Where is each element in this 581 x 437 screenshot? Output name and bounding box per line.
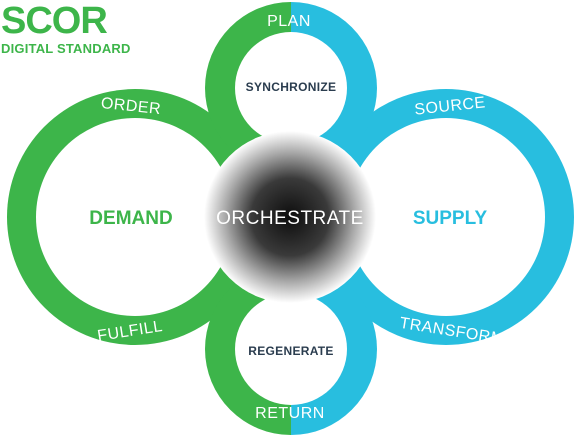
center-label: ORCHESTRATE bbox=[216, 208, 364, 229]
demand-label: DEMAND bbox=[89, 208, 172, 229]
process-return-label: RETURN bbox=[255, 405, 325, 422]
brand-subtitle: DIGITAL STANDARD bbox=[1, 41, 131, 56]
process-order-label: ORDER bbox=[100, 95, 162, 118]
brand-title: SCOR bbox=[1, 0, 107, 42]
inner-holes bbox=[36, 32, 545, 405]
orchestrate-orb bbox=[204, 131, 376, 303]
synchronize-label: SYNCHRONIZE bbox=[246, 80, 337, 94]
process-plan-label: PLAN bbox=[267, 13, 311, 30]
regenerate-label: REGENERATE bbox=[248, 344, 333, 358]
supply-label: SUPPLY bbox=[413, 208, 488, 229]
